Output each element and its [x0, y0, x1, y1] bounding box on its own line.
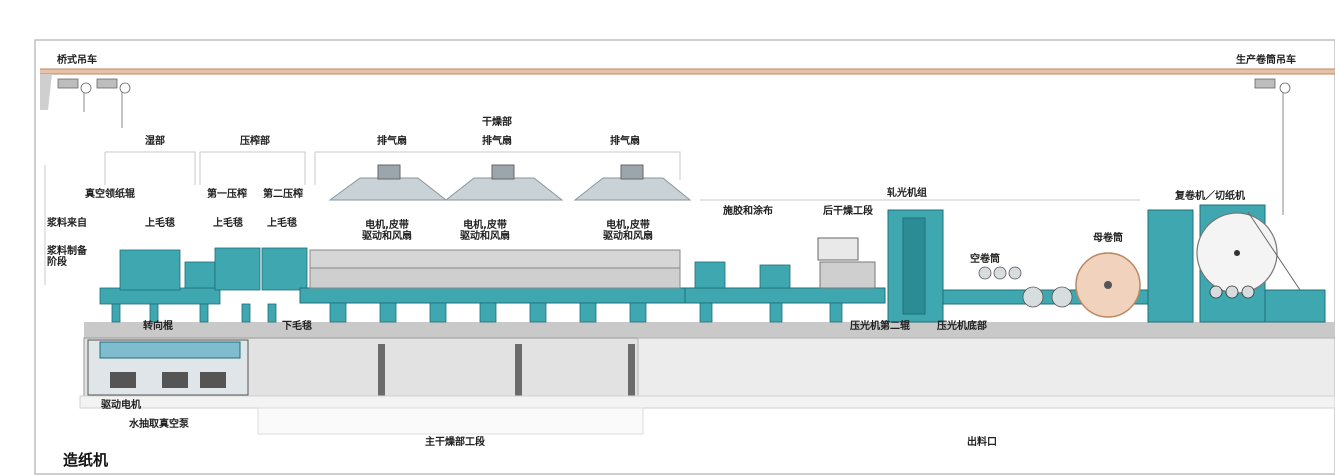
wet-end: [99, 247, 308, 305]
top-felt-label: 上毛毯: [145, 218, 175, 229]
wet-section-label: 湿部: [145, 136, 165, 147]
basement-columns: [378, 344, 635, 396]
sizing-coating-label: 施胶和涂布: [723, 206, 773, 217]
after-dryer-label: 后干燥工段: [823, 206, 873, 217]
lower-floor: [79, 395, 1335, 409]
stock-source-label: 浆料来自: [47, 218, 87, 229]
empty-spools: [978, 266, 1073, 308]
machine-legs: [111, 303, 277, 323]
bridge-crane-label: 桥式吊车: [57, 55, 97, 66]
top-felt-label: 上毛毯: [213, 218, 243, 229]
vacuum-pickup-label: 真空领纸辊: [85, 189, 135, 200]
sizing-frame: [684, 287, 886, 304]
bridge-crane-trolley: [57, 78, 131, 94]
reel-crane-trolley: [1254, 78, 1291, 94]
exhaust-fan-label: 排气扇: [610, 136, 640, 147]
main-dryer-section-label: 主干燥部工段: [425, 437, 485, 448]
calender-stack-label: 轧光机组: [887, 188, 927, 199]
vacuum-pump-label: 水抽取真空泵: [129, 419, 189, 430]
exhaust-fan-label: 排气扇: [377, 136, 407, 147]
outlet-label: 出料口: [967, 437, 997, 448]
drive-fans-label: 电机,皮带 驱动和风扇: [362, 220, 412, 242]
rewinder-rolls: [1209, 285, 1255, 299]
calender-second-roll-label: 压光机第二辊: [850, 321, 910, 332]
dryer-frame: [299, 287, 686, 304]
rail-bracket: [40, 74, 52, 110]
calender-bottom-label: 压光机底部: [937, 321, 987, 332]
drive-motors: [110, 372, 226, 388]
crane-rail: [40, 69, 1335, 74]
exhaust-fan-label: 排气扇: [482, 136, 512, 147]
rewinder-label: 复卷机／切纸机: [1175, 191, 1245, 202]
dryer-cylinders-top: [309, 249, 681, 269]
dryer-hoods: [328, 164, 692, 201]
turning-roll-label: 转向棍: [143, 321, 173, 332]
parent-reel-label: 母卷筒: [1093, 233, 1123, 244]
reel-crane-label: 生产卷筒吊车: [1236, 55, 1296, 66]
diagram-title: 造纸机: [63, 451, 109, 469]
drive-motor-label: 驱动电机: [101, 400, 141, 411]
basement-outlet: [637, 337, 1335, 397]
machine-floor: [84, 322, 1335, 338]
lower-felt-label: 下毛毯: [282, 321, 312, 332]
after-dryer-hood: [817, 237, 859, 261]
dryer-cylinders-bottom: [309, 267, 681, 289]
second-press-label: 第二压榨: [263, 189, 303, 200]
empty-spool-label: 空卷筒: [970, 254, 1000, 265]
top-felt-label: 上毛毯: [267, 218, 297, 229]
section-brackets: [44, 151, 1140, 285]
first-press-label: 第一压榨: [207, 189, 247, 200]
dryer-section-label: 干燥部: [482, 117, 512, 128]
drive-fans-label: 电机,皮带 驱动和风扇: [603, 220, 653, 242]
press-section-label: 压榨部: [240, 136, 270, 147]
drive-fans-label: 电机,皮带 驱动和风扇: [460, 220, 510, 242]
rewinder-body: [1147, 209, 1194, 323]
dryer-legs: [329, 302, 647, 323]
stock-prep-label: 浆料制备 阶段: [47, 246, 87, 268]
